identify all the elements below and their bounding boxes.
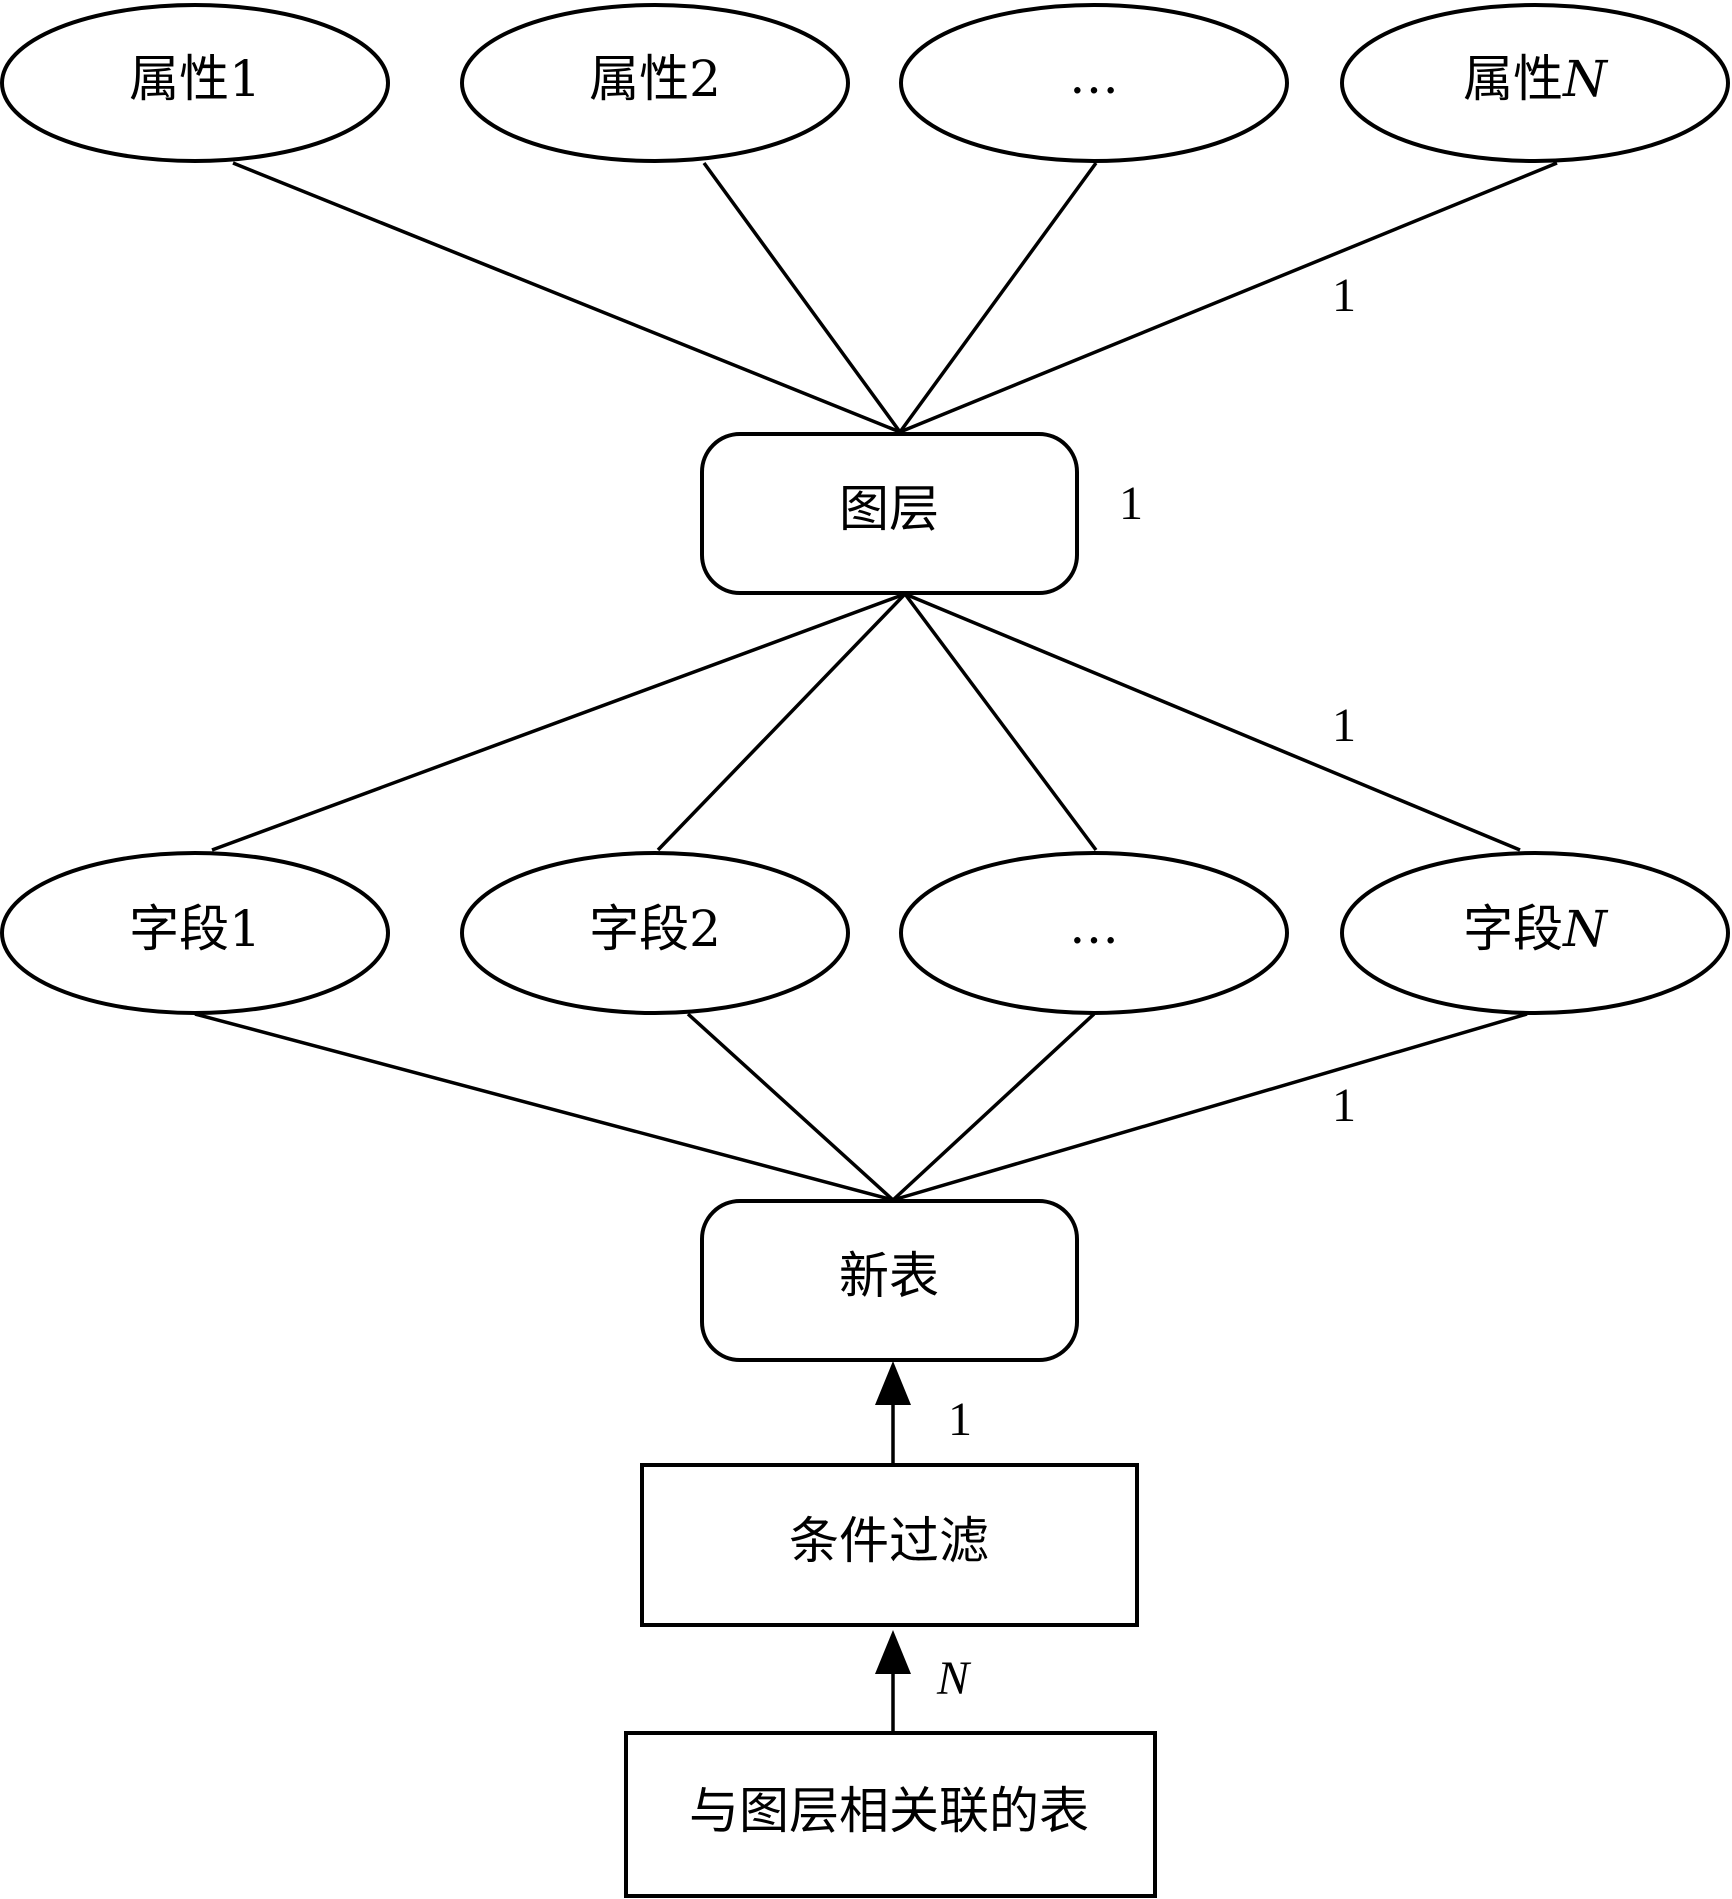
attribute-ellipsis: …: [899, 3, 1289, 163]
cardinality-attributes-layer: 1: [1332, 269, 1356, 322]
connector-field-1-newtable: [194, 1012, 894, 1202]
connector-attr-1-layer: [232, 161, 901, 434]
field-1-shape: [0, 851, 390, 1015]
field-n-label: 字段N: [1463, 900, 1609, 958]
field-ellipsis: …: [899, 851, 1289, 1015]
layer-label: 图层: [839, 480, 939, 538]
field-n-shape: [1340, 851, 1730, 1015]
layer-node: 图层: [700, 432, 1079, 595]
related-tables-label: 与图层相关联的表: [689, 1782, 1089, 1840]
cardinality-layer-fields: 1: [1332, 699, 1356, 752]
field-2-label: 字段2: [589, 900, 721, 958]
related-tables-shape: [624, 1731, 1157, 1898]
field-2: 字段2: [460, 851, 850, 1015]
layer-shape: [700, 432, 1079, 595]
connector-attr-n-layer: [899, 161, 1558, 434]
attribute-2-shape: [460, 3, 850, 163]
cardinality-labels: 1 1 1 1 1 N: [936, 269, 1356, 1705]
new-table-shape: [700, 1199, 1079, 1362]
attribute-1-shape: [0, 3, 390, 163]
connector-layer-field-n: [904, 592, 1521, 852]
attribute-connectors: [232, 161, 1558, 434]
connector-field-n-newtable: [892, 1012, 1528, 1202]
filter-shape: [640, 1463, 1139, 1627]
arrow-related-to-filter: [875, 1630, 911, 1733]
filter-node: 条件过滤: [640, 1463, 1139, 1627]
connector-layer-field-ellipsis: [903, 592, 1098, 852]
arrow-filter-newtable-head: [875, 1361, 911, 1405]
field-1-label: 字段1: [129, 900, 261, 958]
layer-field-connectors: [211, 592, 1521, 852]
cardinality-related-filter: N: [936, 1652, 972, 1705]
new-table-label: 新表: [839, 1247, 939, 1305]
attribute-n-label: 属性N: [1463, 50, 1609, 108]
connector-field-ellipsis-newtable: [891, 1012, 1096, 1202]
field-1: 字段1: [0, 851, 390, 1015]
attribute-2: 属性2: [460, 3, 850, 163]
field-ellipsis-label: …: [1069, 897, 1119, 955]
connector-attr-2-layer: [702, 161, 902, 434]
attribute-1-label: 属性1: [129, 50, 261, 108]
attribute-ellipsis-label: …: [1069, 47, 1119, 105]
arrow-related-filter-head: [875, 1630, 911, 1674]
cardinality-layer: 1: [1119, 477, 1143, 530]
cardinality-fields-newtable: 1: [1332, 1079, 1356, 1132]
field-2-shape: [460, 851, 850, 1015]
field-newtable-connectors: [194, 1012, 1528, 1202]
new-table-node: 新表: [700, 1199, 1079, 1362]
arrow-filter-to-newtable: [875, 1361, 911, 1465]
attribute-1: 属性1: [0, 3, 390, 163]
cardinality-filter-newtable: 1: [948, 1393, 972, 1446]
attribute-n: 属性N: [1340, 3, 1730, 163]
attribute-n-shape: [1340, 3, 1730, 163]
attribute-ellipsis-shape: [899, 3, 1289, 163]
connector-field-2-newtable: [686, 1012, 895, 1202]
attribute-2-label: 属性2: [589, 50, 721, 108]
field-ellipsis-shape: [899, 851, 1289, 1015]
field-n: 字段N: [1340, 851, 1730, 1015]
connector-layer-field-2: [656, 592, 907, 852]
connector-attr-ellipsis-layer: [898, 161, 1098, 434]
related-tables-node: 与图层相关联的表: [624, 1731, 1157, 1898]
connector-layer-field-1: [211, 592, 906, 852]
filter-label: 条件过滤: [789, 1512, 989, 1570]
